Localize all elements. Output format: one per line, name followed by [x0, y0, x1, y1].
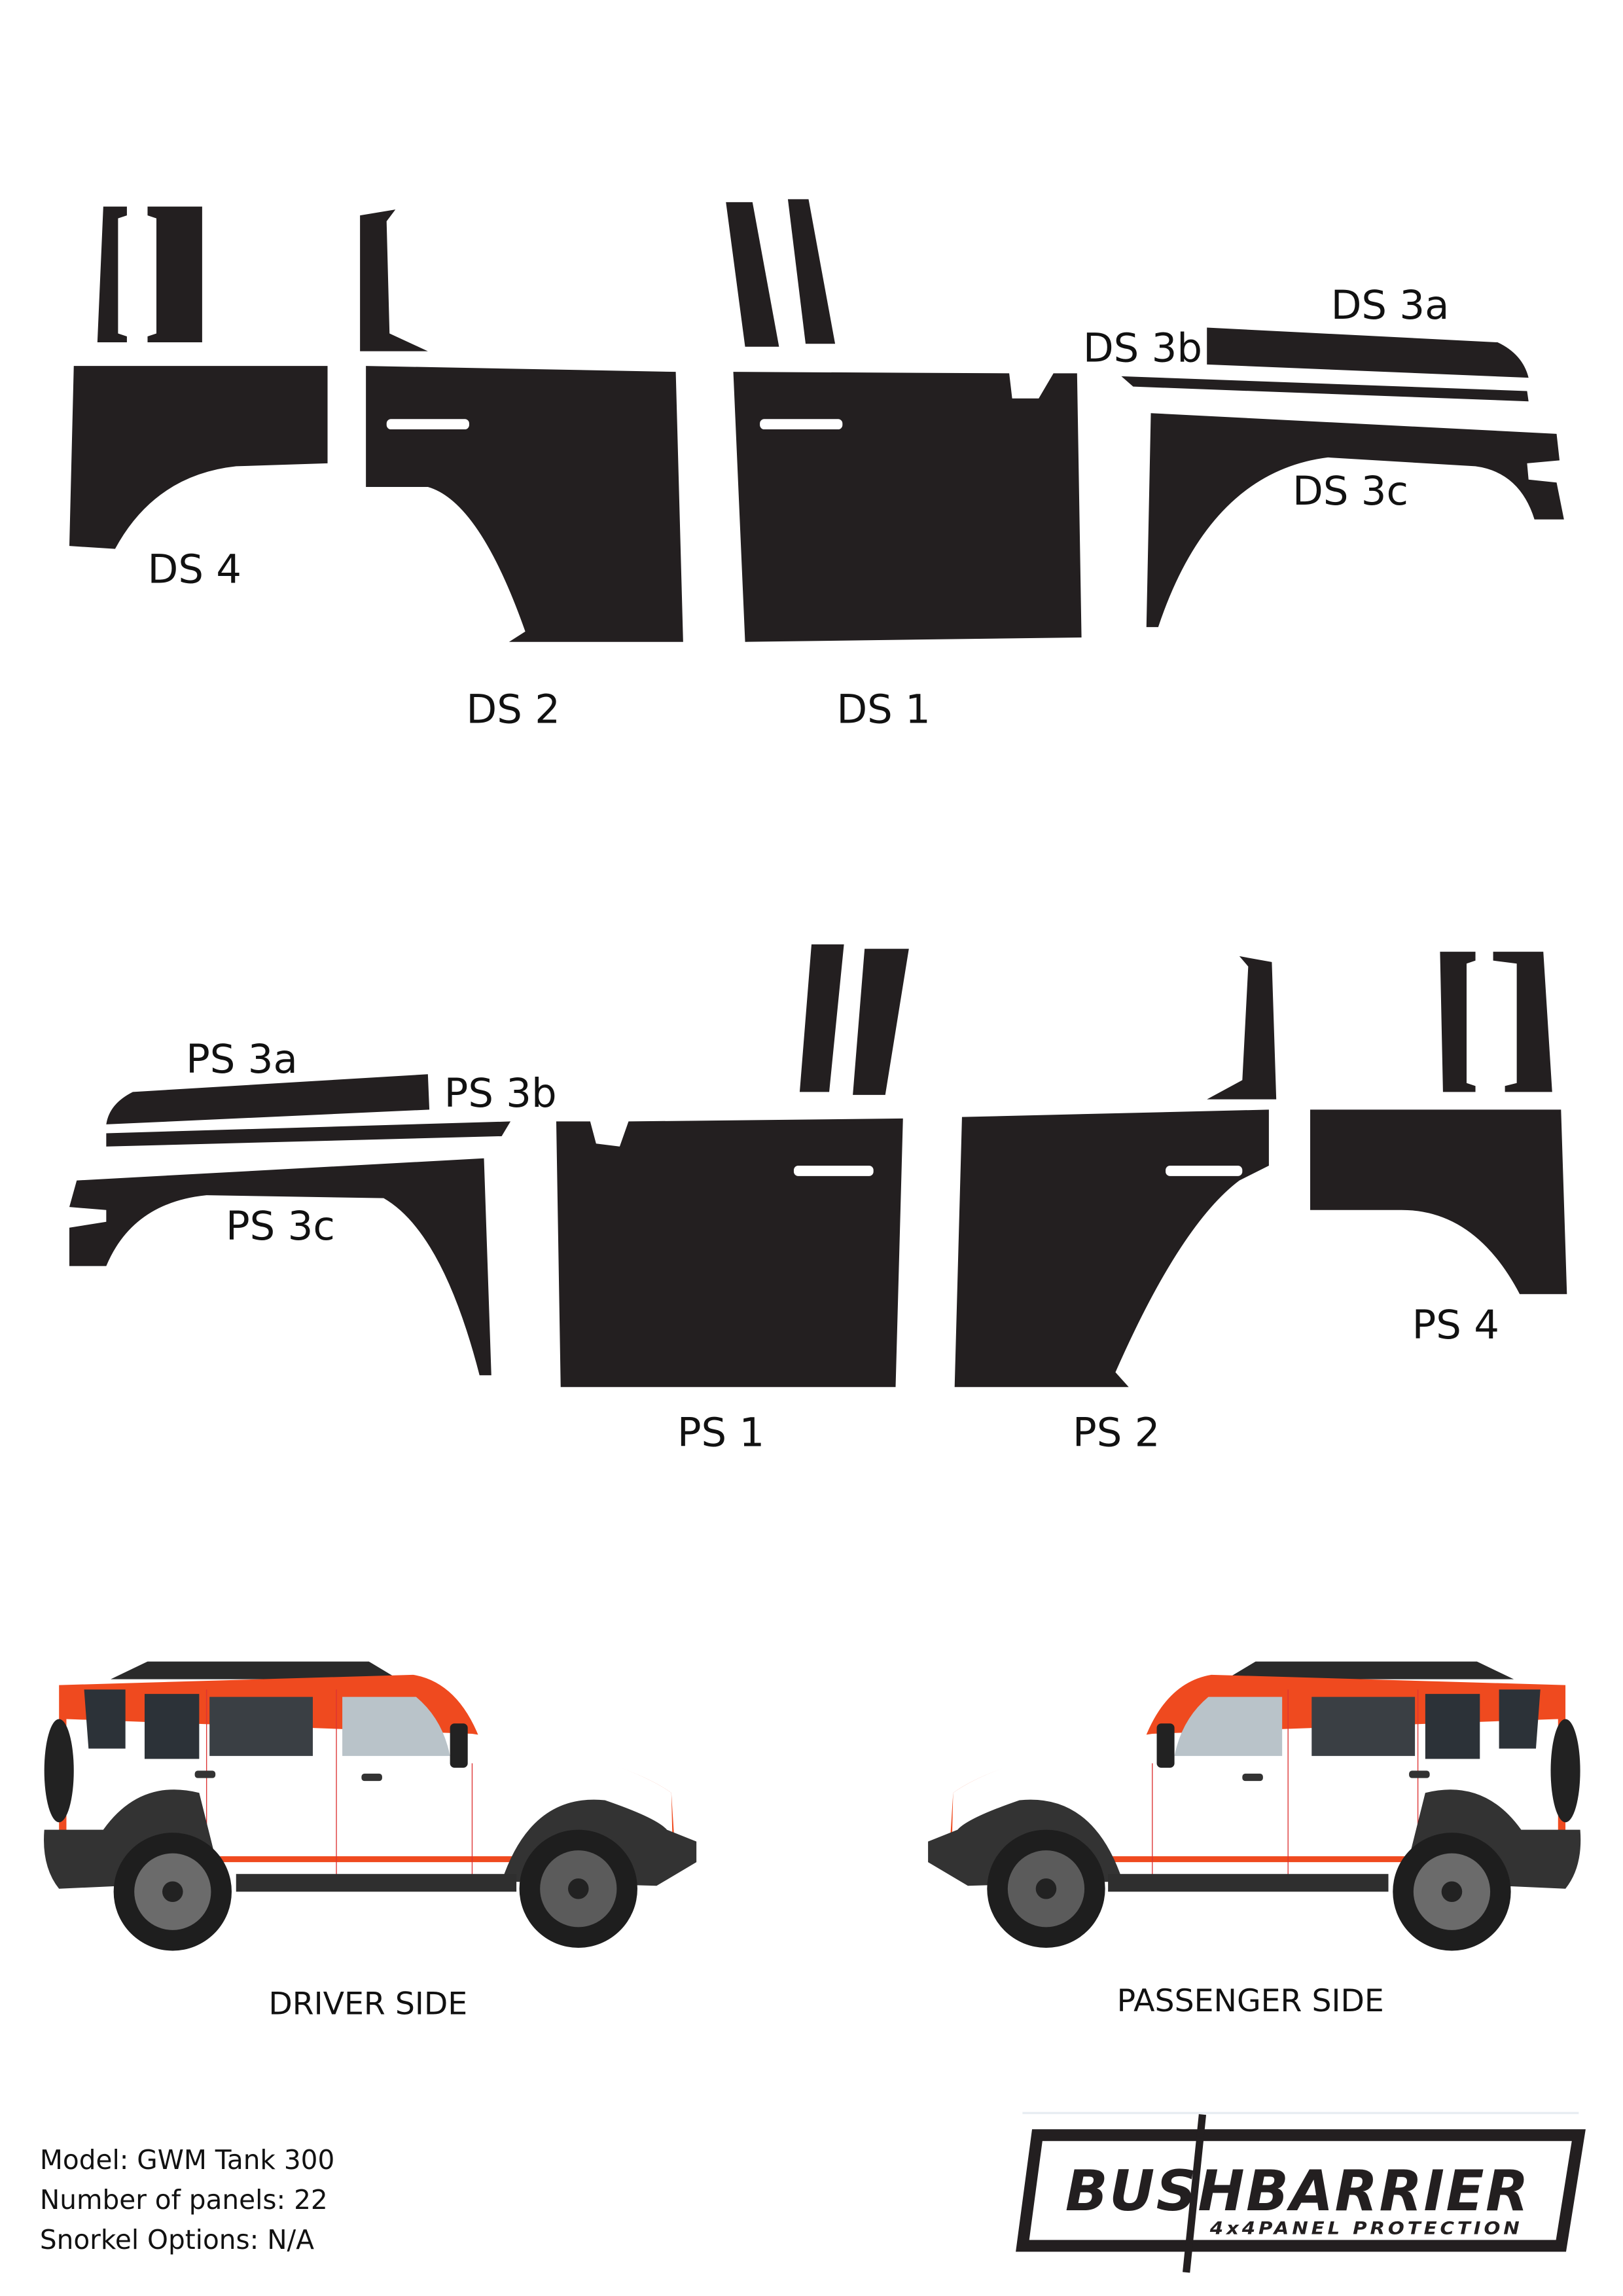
label-ds2: DS 2 — [466, 687, 560, 733]
label-ds1: DS 1 — [836, 687, 931, 733]
panel-ps4: PS 4 — [1310, 952, 1567, 1348]
panel-ps3: PS 3a PS 3b PS 3c — [69, 1036, 557, 1376]
panel-ds4: DS 4 — [69, 206, 328, 593]
logo-brand: BUSHBARRIER — [1065, 2159, 1530, 2224]
model-text: Model: GWM Tank 300 — [40, 2144, 334, 2176]
label-ds3c: DS 3c — [1293, 468, 1408, 514]
panel-ps1: PS 1 — [556, 944, 909, 1456]
panel-count-text: Number of panels: 22 — [40, 2184, 328, 2215]
vehicle-info: Model: GWM Tank 300 Number of panels: 22… — [40, 2144, 334, 2255]
label-ds3a: DS 3a — [1331, 282, 1450, 329]
label-ps2: PS 2 — [1073, 1409, 1160, 1456]
passenger-side-caption: PASSENGER SIDE — [1117, 1983, 1384, 2019]
snorkel-options-text: Snorkel Options: N/A — [40, 2224, 314, 2255]
driver-side-panels: DS 4 DS 2 DS 1 DS 3a DS 3b DS 3c — [69, 199, 1564, 733]
label-ps4: PS 4 — [1412, 1302, 1499, 1348]
label-ds4: DS 4 — [147, 547, 241, 593]
bush-barrier-logo: BUSHBARRIER 4x4PANEL PROTECTION — [1016, 2111, 1586, 2273]
panel-ds1: DS 1 — [726, 199, 1082, 733]
panel-ds2: DS 2 — [360, 209, 683, 733]
driver-side-caption: DRIVER SIDE — [268, 1986, 467, 2022]
label-ps3b: PS 3b — [444, 1070, 557, 1117]
passenger-side-panels: PS 3a PS 3b PS 3c PS 1 PS 2 PS 4 — [69, 944, 1567, 1456]
panel-ds3: DS 3a DS 3b DS 3c — [1083, 282, 1564, 628]
label-ps3a: PS 3a — [186, 1036, 298, 1083]
logo-tagline: 4x4PANEL PROTECTION — [1209, 2218, 1523, 2238]
panel-ps2: PS 2 — [954, 956, 1277, 1456]
passenger-side-vehicle-image — [927, 1660, 1582, 1952]
label-ps3c: PS 3c — [226, 1203, 335, 1249]
label-ps1: PS 1 — [677, 1409, 764, 1456]
driver-side-vehicle-image — [43, 1660, 698, 1952]
label-ds3b: DS 3b — [1083, 325, 1202, 371]
